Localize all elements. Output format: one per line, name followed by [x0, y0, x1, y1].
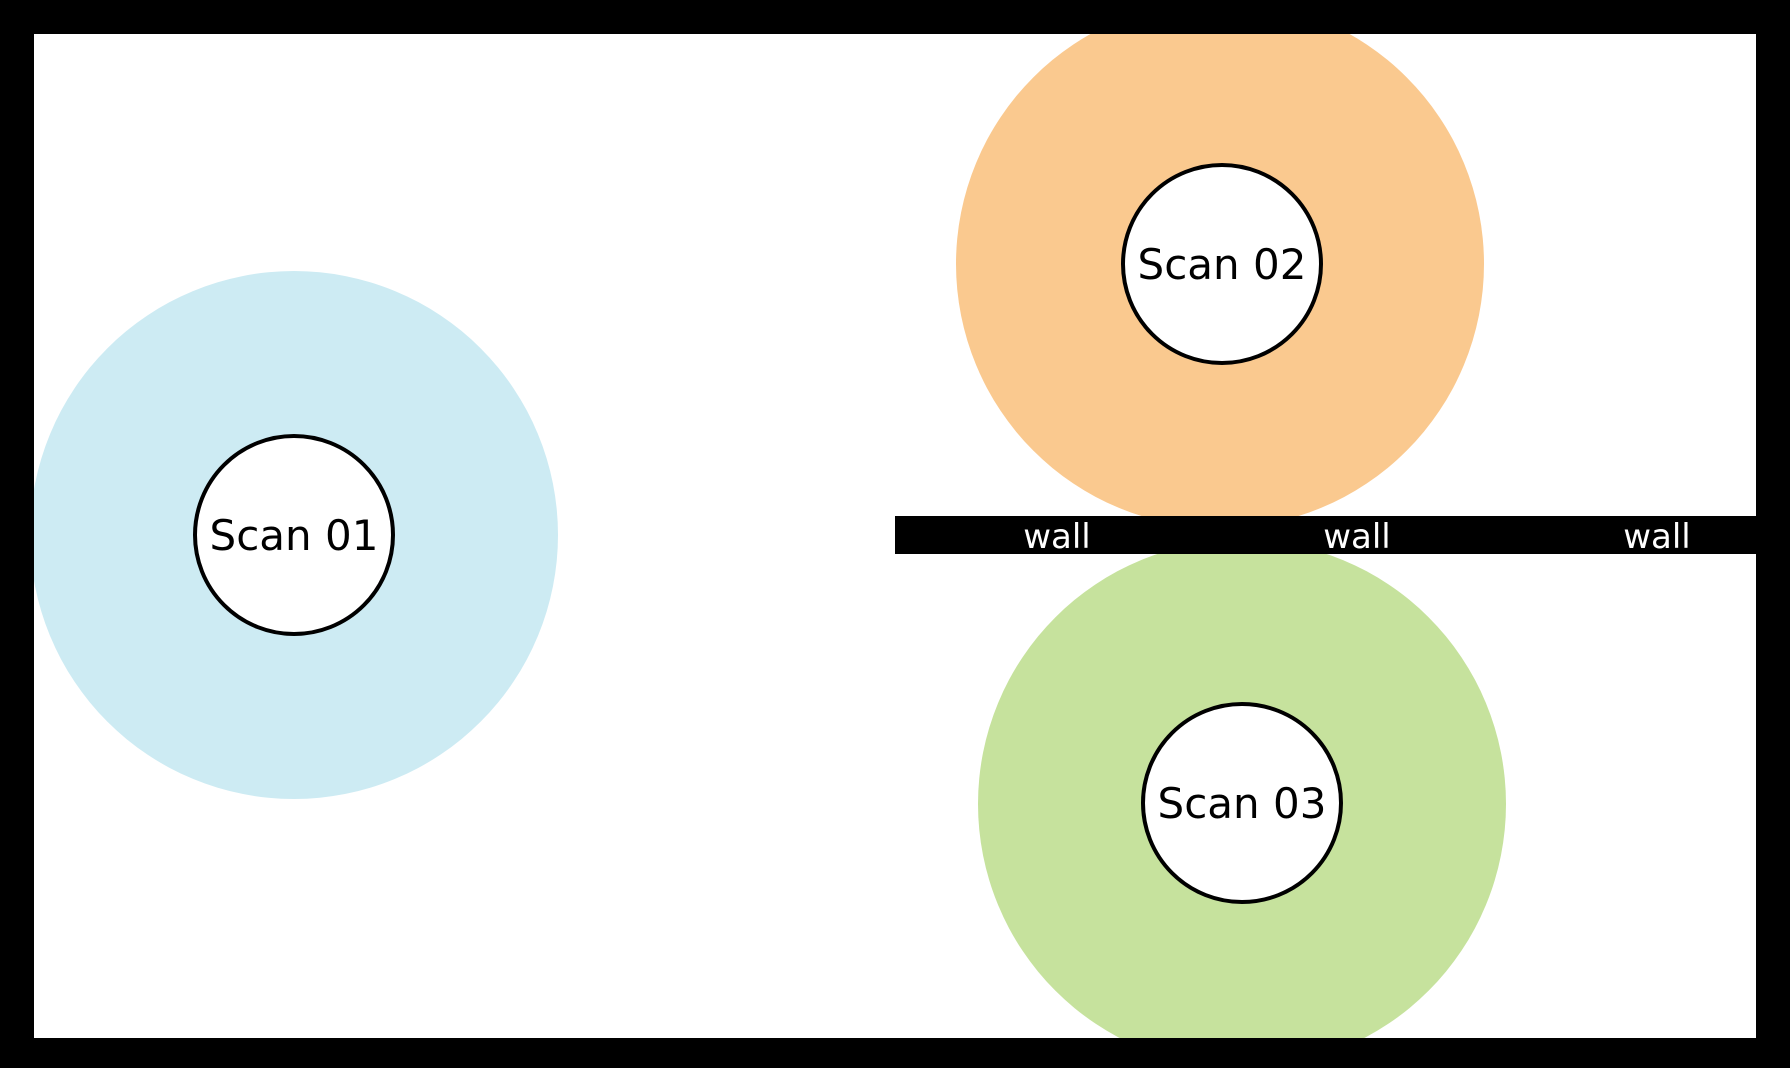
scan-03-marker [1141, 702, 1343, 904]
scan-03-node: Scan 03 [1141, 702, 1343, 904]
wall-label-3: wall [1623, 517, 1691, 557]
scan-02-label: Scan 02 [1138, 240, 1307, 289]
wall [895, 516, 1756, 554]
scan-03-label: Scan 03 [1158, 779, 1327, 828]
scan-01-marker [193, 434, 395, 636]
scan-02-marker [1121, 163, 1323, 365]
scan-02-node: Scan 02 [1121, 163, 1323, 365]
scan-01-label: Scan 01 [210, 511, 379, 560]
wall-label-1: wall [1023, 517, 1091, 557]
wall-label-2: wall [1323, 517, 1391, 557]
scan-01-node: Scan 01 [193, 434, 395, 636]
